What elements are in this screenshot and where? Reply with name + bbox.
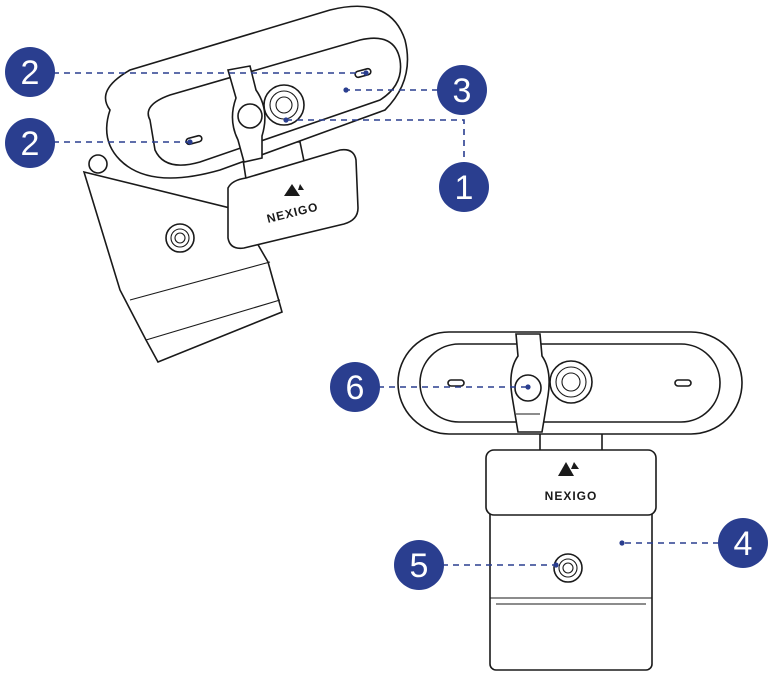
callout-badge-2-bottom: 2 [5,118,55,168]
callout-badge-4: 4 [718,518,768,568]
webcam-angled-view: NEXIGO [84,6,408,362]
mic-right-front [675,380,691,386]
callout-badge-5: 5 [394,540,444,590]
tripod-hole-angled [166,224,194,252]
callout-badge-2-top: 2 [5,47,55,97]
base-block-front [486,450,656,515]
lens-front [550,361,592,403]
svg-text:6: 6 [346,369,365,407]
brand-label-front: NEXIGO [545,489,598,503]
callout-badge-6: 6 [330,362,380,412]
svg-text:2: 2 [21,125,40,163]
callout-badge-3: 3 [437,65,487,115]
mount-clip-front [490,505,652,670]
tripod-hole-front [554,554,582,582]
svg-text:2: 2 [21,54,40,92]
callout-badge-1: 1 [439,162,489,212]
webcam-front-view: NEXIGO [398,332,742,670]
svg-text:5: 5 [410,547,429,585]
svg-text:1: 1 [455,169,474,207]
mic-left-front [448,380,464,386]
svg-text:4: 4 [734,525,753,563]
svg-text:3: 3 [453,72,472,110]
